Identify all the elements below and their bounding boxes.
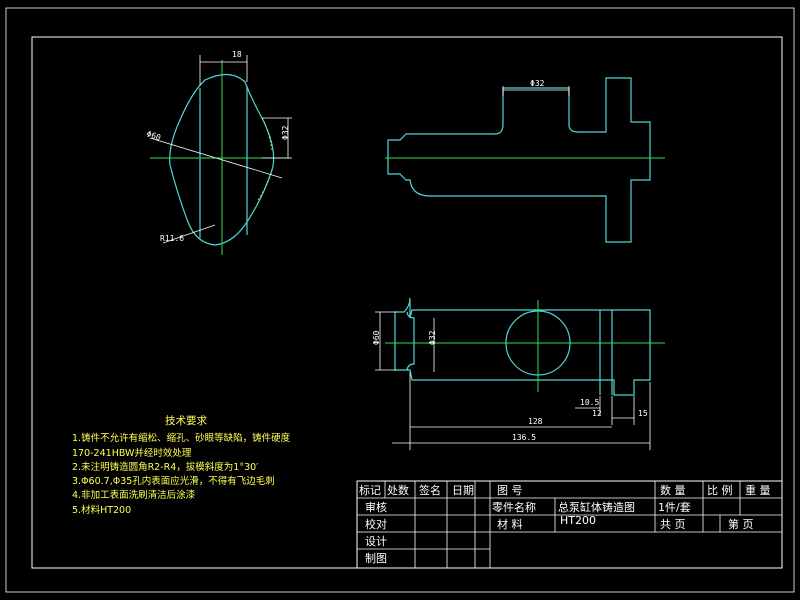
notes-title: 技术要求	[165, 414, 207, 427]
tb-part-name: 总泵缸体铸造图	[558, 500, 635, 514]
outer-frame	[5, 7, 795, 593]
tb-qty-label: 数 量	[660, 484, 686, 497]
title-block-frame	[356, 480, 783, 569]
tb-total-pages: 共 页	[660, 518, 686, 531]
tb-qty-value: 1件/套	[658, 501, 691, 514]
tb-sign: 签名	[419, 483, 441, 497]
tb-designer: 设计	[365, 535, 387, 548]
tb-date: 日期	[452, 484, 474, 497]
end-view-hidden-2	[257, 169, 273, 201]
end-view-hidden	[261, 117, 273, 151]
dim-inner-vertical: Φ32	[428, 330, 437, 345]
front-view-outline	[394, 297, 651, 396]
dim-15: 15	[638, 409, 648, 418]
dim-width-top: 18	[232, 50, 242, 59]
front-view: Φ60 Φ32 10.5 12 15 128 136.5	[372, 297, 665, 450]
tb-drawing-no-label: 图 号	[497, 484, 523, 497]
front-view-flange	[406, 311, 415, 371]
tb-count: 处数	[387, 484, 409, 497]
tb-material-label: 材 料	[497, 517, 523, 531]
tb-weight-label: 重 量	[745, 483, 771, 497]
dim-12: 12	[592, 409, 602, 418]
tb-page-no: 第 页	[728, 517, 754, 531]
dim-128: 128	[528, 417, 543, 426]
fillet-leader	[162, 224, 216, 244]
dim-total: 136.5	[512, 433, 536, 442]
technical-notes: 技术要求 1.铸件不允许有缩松、缩孔、砂眼等缺陷，铸件硬度 170-241HBW…	[72, 414, 291, 516]
note-line: 170-241HBW并经时效处理	[72, 447, 192, 459]
note-line: 3.Φ60.7,Φ35孔内表面应光滑，不得有飞边毛刺	[72, 475, 275, 487]
tb-material-value: HT200	[560, 514, 596, 527]
dim-fillet: R11.6	[160, 234, 184, 243]
tb-part-name-label: 零件名称	[492, 500, 536, 514]
end-view: 18 Φ60 Φ32 R11.6	[145, 50, 292, 255]
dim-side-left: Φ60	[145, 129, 162, 142]
dim-right-vertical: Φ32	[281, 125, 290, 140]
top-view: Φ32	[385, 77, 665, 243]
dim-diagonal	[149, 137, 283, 179]
tb-checker: 校对	[365, 517, 387, 531]
top-view-outline	[387, 77, 651, 243]
title-block: 标记 处数 签名 日期 图 号 数 量 比 例 重 量 审核 零件名称 总泵缸体…	[356, 480, 783, 569]
tb-scale-label: 比 例	[707, 483, 733, 497]
note-line: 2.未注明铸造圆角R2-R4，拔模斜度为1°30′	[72, 461, 258, 473]
tb-mark: 标记	[359, 483, 381, 497]
dim-boss-top: Φ32	[530, 79, 545, 88]
note-line: 5.材料HT200	[72, 504, 131, 516]
dim-left-vertical: Φ60	[372, 330, 381, 345]
dim-10-5: 10.5	[580, 398, 599, 407]
note-line: 4.非加工表面洗刷清洁后涂漆	[72, 489, 196, 501]
tb-reviewer: 审核	[365, 500, 387, 514]
note-line: 1.铸件不允许有缩松、缩孔、砂眼等缺陷，铸件硬度	[72, 432, 291, 444]
tb-drafter: 制图	[365, 552, 387, 565]
